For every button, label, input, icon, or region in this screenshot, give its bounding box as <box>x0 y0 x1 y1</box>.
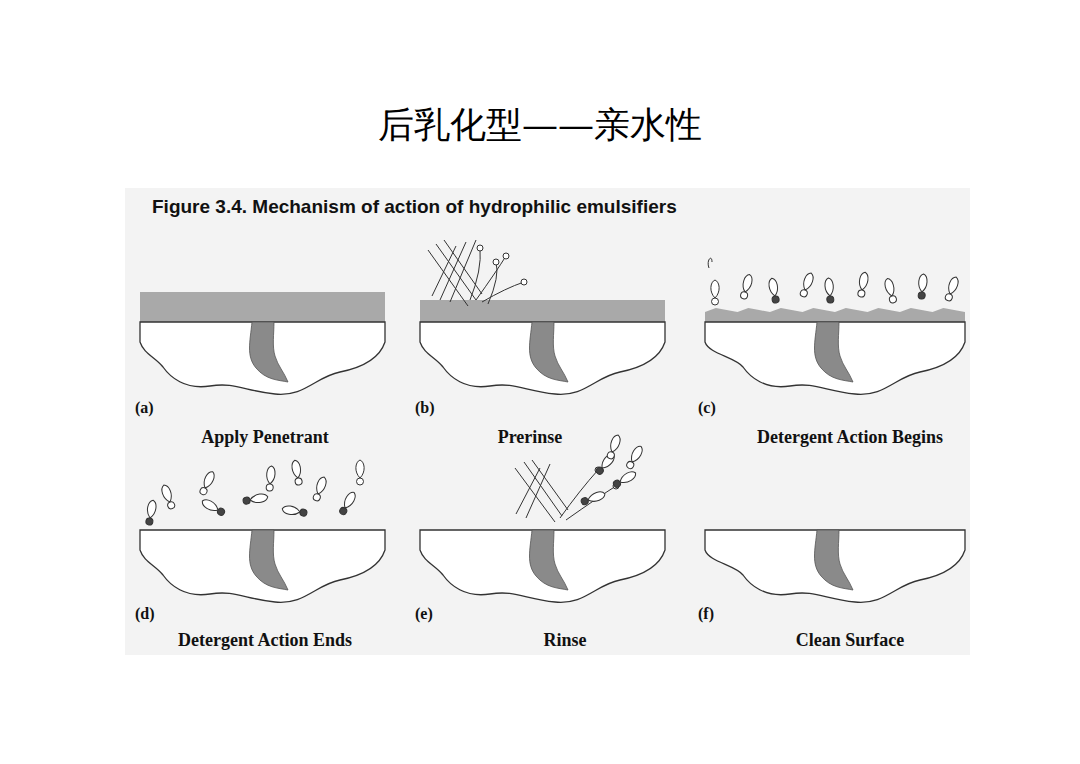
emulsifier-molecule <box>291 460 303 486</box>
emulsifier-molecule <box>799 272 815 298</box>
water-spray <box>516 468 540 514</box>
crack <box>250 322 289 382</box>
panel-caption: Prerinse <box>498 427 563 448</box>
water-spray <box>450 240 476 302</box>
figure-caption: Figure 3.4. Mechanism of action of hydro… <box>152 196 677 218</box>
specimen-body <box>140 322 385 394</box>
emulsifier-molecule <box>594 452 616 476</box>
penetrant-layer <box>420 300 665 322</box>
water-spray <box>436 244 476 300</box>
emulsifier-molecule <box>857 272 869 298</box>
spray-stream <box>488 262 497 304</box>
specimen-body <box>705 530 965 602</box>
water-spray <box>515 468 555 522</box>
penetrant-layer <box>705 308 965 322</box>
droplet <box>521 279 527 285</box>
emulsifier-molecule <box>606 434 622 460</box>
panel-letter: (c) <box>698 399 716 417</box>
crack <box>815 322 854 382</box>
panel-caption: Rinse <box>543 630 586 651</box>
emulsifier-molecule <box>338 490 358 516</box>
crack <box>530 322 569 382</box>
panel-letter: (b) <box>415 399 435 417</box>
slide-title: 后乳化型——亲水性 <box>378 101 702 150</box>
emulsifier-molecule <box>265 466 275 492</box>
panel-letter: (e) <box>415 605 433 623</box>
panel-letter: (d) <box>135 605 155 623</box>
spray-stream <box>470 248 480 300</box>
emulsifier-molecule <box>200 497 226 517</box>
emulsifier-molecule <box>612 469 638 489</box>
droplet <box>477 245 483 251</box>
emulsifier-molecule <box>312 476 328 502</box>
specimen <box>420 530 665 602</box>
panel-letter: (a) <box>135 399 154 417</box>
emulsifier-molecule <box>625 444 645 470</box>
panel-caption: Detergent Action Ends <box>178 630 352 651</box>
specimen-body <box>420 530 665 602</box>
droplet <box>493 259 499 265</box>
crack <box>815 530 854 590</box>
emulsifier-molecule <box>282 505 308 517</box>
panel-caption: Clean Surface <box>796 630 904 651</box>
specimen-body <box>705 322 965 394</box>
panel-letter: (f) <box>698 605 714 623</box>
emulsifier-molecule <box>883 278 897 304</box>
specimen-body <box>420 322 665 394</box>
penetrant-layer <box>140 292 385 322</box>
droplet <box>503 253 509 259</box>
water-spray <box>432 246 456 296</box>
water-spray <box>428 250 468 306</box>
specimen <box>140 292 385 394</box>
specimen <box>705 530 965 602</box>
spray-stream <box>566 486 616 520</box>
specimen-body <box>140 530 385 602</box>
crack <box>250 530 289 590</box>
spray-stream <box>482 282 524 302</box>
water-spray <box>532 460 568 510</box>
emulsifier-molecule <box>198 470 216 496</box>
emulsifier-molecule <box>917 274 927 300</box>
panel-caption: Detergent Action Begins <box>757 427 943 448</box>
emulsifier-molecule <box>944 276 960 302</box>
crack <box>530 530 569 590</box>
scan-ground <box>125 188 970 655</box>
water-spray <box>526 464 550 518</box>
specimen <box>140 530 385 602</box>
emulsifier-molecule <box>768 278 780 304</box>
panel-caption: Apply Penetrant <box>201 427 329 448</box>
emulsifier-molecule <box>145 500 157 526</box>
specimen <box>705 308 965 394</box>
emulsifier-molecule <box>739 274 753 300</box>
spray-stream <box>476 256 506 300</box>
water-spray <box>524 462 562 516</box>
emulsifier-molecule <box>824 278 834 304</box>
water-spray <box>440 242 466 300</box>
emulsifier-molecule <box>242 493 268 505</box>
specimen <box>420 300 665 394</box>
emulsifier-molecule <box>711 280 719 305</box>
emulsifier-molecule <box>580 490 606 506</box>
emulsifier-molecule <box>160 484 176 510</box>
emulsifier-molecule <box>356 460 364 485</box>
